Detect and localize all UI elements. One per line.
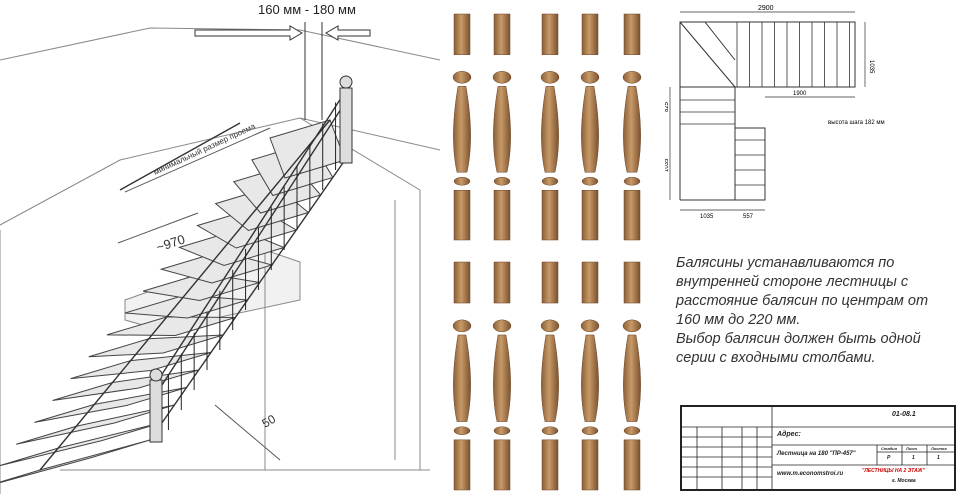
baluster xyxy=(540,13,560,241)
step-height-note: высота шага 182 мм xyxy=(828,120,885,126)
baluster-top-block xyxy=(623,261,641,304)
title-block: 01-08.1 Адрес: Лестница на 180 "ПР-457" … xyxy=(680,405,956,491)
sheet-value: 1 xyxy=(912,455,915,461)
product-name: Лестница на 180 "ПР-457" xyxy=(777,451,856,457)
installation-note: Балясины устанавливаются по внутренней с… xyxy=(676,254,956,368)
baluster-top-block xyxy=(541,261,559,304)
baluster-body xyxy=(493,86,511,173)
stair-plan: 2900 1035 1900 825 1035 1035 557 высота … xyxy=(665,5,885,220)
baluster-top-block xyxy=(581,13,599,55)
note-line-1: Балясины устанавливаются по внутренней с… xyxy=(676,255,929,328)
note-line-2: Выбор балясин должен быть одной серии с … xyxy=(676,331,921,366)
baluster xyxy=(580,261,600,491)
baluster-base-block xyxy=(581,439,599,491)
baluster-body xyxy=(623,334,641,422)
baluster-ring xyxy=(453,426,471,435)
baluster-knob xyxy=(452,71,472,84)
baluster-body xyxy=(453,334,471,422)
plan-right-height: 1035 xyxy=(868,60,874,74)
baluster-body xyxy=(581,334,599,422)
company-name: "ЛЕСТНИЦЫ НА 2 ЭТАЖ" xyxy=(862,468,925,474)
baluster-knob xyxy=(622,71,642,84)
baluster-body xyxy=(493,334,511,422)
baluster-top-block xyxy=(623,13,641,55)
baluster-ring xyxy=(581,176,599,186)
baluster-ring xyxy=(623,426,641,435)
baluster xyxy=(580,13,600,241)
baluster-top-block xyxy=(493,13,511,55)
baluster-base-block xyxy=(623,439,641,491)
address-label: Адрес: xyxy=(777,431,801,438)
baluster-body xyxy=(541,86,559,173)
plan-left-height-top: 825 xyxy=(665,101,670,112)
plan-bottom-right: 557 xyxy=(743,214,754,220)
plan-bottom-left: 1035 xyxy=(700,214,714,220)
baluster-body xyxy=(581,86,599,173)
plan-left-height-bottom: 1035 xyxy=(665,158,670,172)
baluster-ring xyxy=(541,426,559,435)
baluster-ring xyxy=(453,176,471,186)
plan-top-width: 2900 xyxy=(758,5,774,12)
col-sheets: Листов xyxy=(931,446,947,451)
baluster-base-block xyxy=(453,190,471,241)
baluster-ring xyxy=(541,176,559,186)
baluster-top-block xyxy=(581,261,599,304)
baluster-body xyxy=(453,86,471,173)
baluster-base-block xyxy=(493,439,511,491)
baluster-knob xyxy=(492,319,512,333)
baluster-knob xyxy=(622,319,642,333)
plan-mid-width: 1900 xyxy=(793,91,807,97)
baluster xyxy=(540,261,560,491)
baluster-catalog xyxy=(452,13,642,491)
baluster xyxy=(492,261,512,491)
baluster xyxy=(622,261,642,491)
baluster-knob xyxy=(580,71,600,84)
title-block-grid xyxy=(682,407,954,489)
baluster xyxy=(492,13,512,241)
baluster-ring xyxy=(623,176,641,186)
baluster xyxy=(452,13,472,241)
stair-tread xyxy=(34,387,187,423)
baluster-top-block xyxy=(453,13,471,55)
col-sheet: Лист xyxy=(906,446,917,451)
baluster-base-block xyxy=(541,190,559,241)
city: г. Москва xyxy=(892,478,916,484)
width-label: ~970 xyxy=(154,232,186,255)
baluster-base-block xyxy=(453,439,471,491)
sheets-value: 1 xyxy=(937,455,940,461)
baluster-body xyxy=(623,86,641,173)
website: www.m.economstroi.ru xyxy=(777,471,844,477)
col-stage: Стадия xyxy=(881,446,897,451)
baluster-ring xyxy=(581,426,599,435)
baluster xyxy=(622,13,642,241)
drawing-code: 01-08.1 xyxy=(892,411,916,418)
baluster-body xyxy=(541,334,559,422)
stair-tread xyxy=(52,369,199,401)
baluster-ring xyxy=(493,176,511,186)
baluster-knob xyxy=(580,319,600,333)
baluster-knob xyxy=(452,319,472,333)
baluster-knob xyxy=(540,319,560,333)
baluster-base-block xyxy=(581,190,599,241)
bottom-dimension-label: 50 xyxy=(260,412,279,431)
staircase-drawing: ~970 минимальный размер проема 50 160 мм… xyxy=(0,2,440,494)
baluster-top-block xyxy=(453,261,471,304)
baluster-ring xyxy=(493,426,511,435)
baluster-top-block xyxy=(493,261,511,304)
baluster-knob xyxy=(492,71,512,84)
stage-value: Р xyxy=(887,455,891,461)
baluster xyxy=(452,261,472,491)
gap-label: 160 мм - 180 мм xyxy=(258,2,356,17)
baluster-knob xyxy=(540,71,560,84)
baluster-top-block xyxy=(541,13,559,55)
baluster-base-block xyxy=(623,190,641,241)
baluster-base-block xyxy=(493,190,511,241)
baluster-base-block xyxy=(541,439,559,491)
